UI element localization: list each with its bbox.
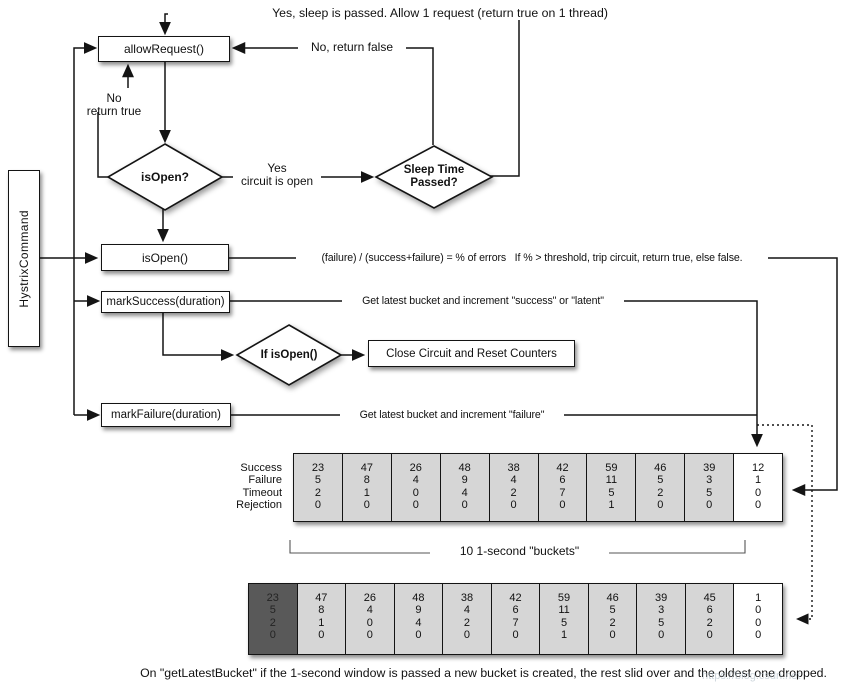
decision-label: If isOpen() <box>260 348 318 361</box>
edge-label-success-note: Get latest bucket and increment "success… <box>342 295 624 308</box>
node-mark-success: markSuccess(duration) <box>101 291 230 313</box>
decision-is-open: isOpen? <box>105 141 225 213</box>
row-label-rejection: Rejection <box>236 499 282 512</box>
edge-label-failure-note: Get latest bucket and increment "failure… <box>340 409 564 422</box>
row-label-success: Success <box>240 462 282 474</box>
node-is-open-method: isOpen() <box>101 244 229 271</box>
node-label: isOpen() <box>141 250 188 265</box>
decision-label: Sleep Time Passed? <box>373 143 495 211</box>
decision-label: isOpen? <box>140 169 189 184</box>
node-label: allowRequest() <box>123 42 205 56</box>
node-mark-failure: markFailure(duration) <box>101 403 231 427</box>
node-allow-request: allowRequest() <box>98 36 230 62</box>
edge-label-no-return-true: No return true <box>72 92 156 118</box>
node-label: markFailure(duration) <box>111 409 221 421</box>
row-label-timeout: Timeout <box>242 486 282 499</box>
node-hystrix-command: HystrixCommand <box>8 170 40 347</box>
node-label: markSuccess(duration) <box>106 296 225 308</box>
edge-label-error-formula: (failure) / (success+failure) = % of err… <box>296 252 768 265</box>
edge-label-line2: return true <box>86 104 142 118</box>
decision-label-line1: Sleep Time <box>403 164 465 176</box>
node-close-circuit: Close Circuit and Reset Counters <box>368 340 575 367</box>
edge-label-sleep-passed: Yes, sleep is passed. Allow 1 request (r… <box>168 7 712 20</box>
node-label: HystrixCommand <box>17 209 31 308</box>
edge-label-no-return-false: No, return false <box>298 41 406 54</box>
decision-if-is-open: If isOpen() <box>234 322 344 388</box>
edge-label-line1: No <box>106 91 122 105</box>
decision-label-line2: Passed? <box>410 177 458 189</box>
node-label: Close Circuit and Reset Counters <box>386 347 557 360</box>
watermark: https://blog.csdn.net <box>702 670 801 682</box>
edge-label-yes-circuit-open: Yes circuit is open <box>233 162 321 188</box>
row-label-failure: Failure <box>248 474 282 487</box>
bottom-caption: On "getLatestBucket" if the 1-second win… <box>140 666 827 680</box>
bucket-row-labels: Success Failure Timeout Rejection <box>190 462 282 512</box>
bracket-label: 10 1-second "buckets" <box>430 545 609 558</box>
edge-label-line1: Yes <box>267 161 287 175</box>
decision-sleep-time: Sleep Time Passed? <box>373 143 495 211</box>
edge-label-line2: circuit is open <box>240 174 314 188</box>
